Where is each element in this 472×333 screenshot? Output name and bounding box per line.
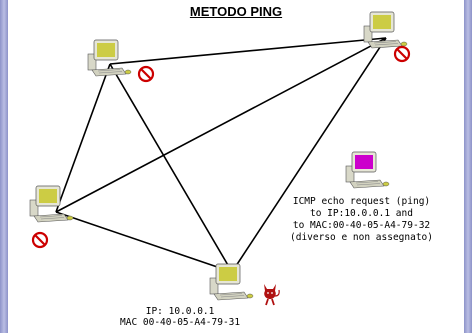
request-note: ICMP echo request (ping) to IP:10.0.0.1 …	[290, 196, 433, 244]
target-note: IP: 10.0.0.1 MAC 00-40-05-A4-79-31	[120, 306, 240, 328]
no-entry-icon	[137, 65, 155, 83]
link-topright-bottom	[231, 37, 387, 273]
diagram-title: METODO PING	[189, 4, 283, 19]
computer-icon	[363, 11, 408, 49]
host-top-right	[363, 11, 408, 49]
left-border	[0, 0, 8, 333]
request-note-line: ICMP echo request (ping)	[292, 196, 431, 207]
link-left-bottom	[55, 211, 233, 273]
right-border	[464, 0, 472, 333]
diagram-canvas: METODO PING	[8, 0, 464, 333]
target-mac: MAC 00-40-05-A4-79-31	[120, 317, 241, 328]
target-ip: IP: 10.0.0.1	[145, 306, 215, 317]
request-note-line: to IP:10.0.0.1 and	[310, 208, 413, 219]
no-entry-icon	[31, 231, 49, 249]
network-diagram	[29, 11, 411, 306]
network-links	[55, 37, 387, 273]
computer-icon	[345, 151, 390, 189]
host-left	[29, 185, 74, 223]
host-top-left	[87, 39, 132, 77]
link-topright-left	[55, 37, 387, 213]
computer-icon	[209, 263, 254, 301]
host-sender	[345, 151, 390, 189]
request-note-line: to MAC:00-40-05-A4-79-32	[292, 220, 431, 231]
host-bottom	[209, 263, 254, 301]
link-topleft-topright	[109, 37, 387, 65]
computer-icon	[29, 185, 74, 223]
link-topleft-left	[55, 63, 111, 213]
link-topleft-bottom	[109, 63, 233, 273]
no-entry-icon	[393, 45, 411, 63]
devil-icon	[264, 284, 280, 306]
computer-icon	[87, 39, 132, 77]
request-note-line: (diverso e non assegnato)	[290, 232, 433, 243]
